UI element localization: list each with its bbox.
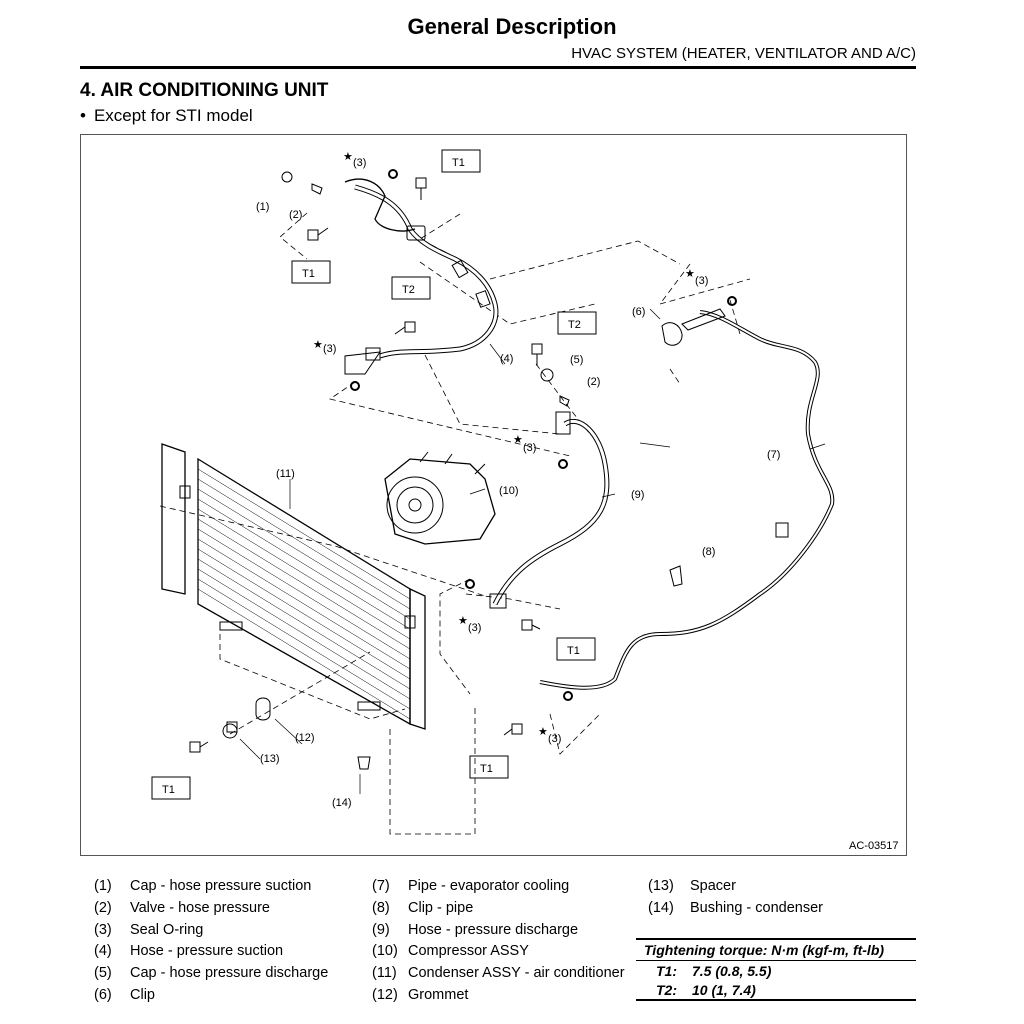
legend-item: (3)Seal O-ring xyxy=(94,921,204,938)
legend-item: (13)Spacer xyxy=(648,878,736,894)
callout-3-a: (3) xyxy=(353,157,366,169)
condenser xyxy=(161,443,426,730)
callout-3-e: (3) xyxy=(468,622,481,634)
legend-item: (10)Compressor ASSY xyxy=(372,943,529,960)
legend-item: (7)Pipe - evaporator cooling xyxy=(372,878,570,894)
page-subtitle: HVAC SYSTEM (HEATER, VENTILATOR AND A/C) xyxy=(571,45,916,62)
cap-suction xyxy=(281,171,293,183)
title-rule xyxy=(80,66,916,69)
torque-table: Tightening torque: N·m (kgf-m, ft-lb) T1… xyxy=(636,938,916,1001)
guide-lines xyxy=(159,212,751,835)
callout-4: (4) xyxy=(500,353,513,365)
star-icon: ★ xyxy=(513,434,523,446)
torque-tag-boxes xyxy=(151,149,597,800)
valve-discharge xyxy=(559,395,570,407)
legend-item: (2)Valve - hose pressure xyxy=(94,899,270,916)
legend-item: (11)Condenser ASSY - air conditioner xyxy=(372,965,625,982)
legend-column-2: (7)Pipe - evaporator cooling (8)Clip - p… xyxy=(372,876,625,1007)
tag-t1: T1 xyxy=(162,784,175,796)
star-icon: ★ xyxy=(685,268,695,280)
legend-column-3: (13)Spacer (14)Bushing - condenser xyxy=(648,876,823,920)
callout-14: (14) xyxy=(332,797,352,809)
legend-item: (6)Clip xyxy=(94,986,155,1003)
tag-t2: T2 xyxy=(568,319,581,331)
tag-t1: T1 xyxy=(452,157,465,169)
legend-item: (14)Bushing - condenser xyxy=(648,899,823,916)
hose-pressure-suction xyxy=(344,178,499,375)
compressor xyxy=(384,451,496,545)
bullet-dot: • xyxy=(80,106,86,125)
figure-id: AC-03517 xyxy=(849,840,899,852)
star-icon: ★ xyxy=(343,151,353,163)
leader-lines xyxy=(239,308,826,794)
torque-row: T1:7.5 (0.8, 5.5) xyxy=(656,963,772,979)
legend-item: (1)Cap - hose pressure suction xyxy=(94,878,312,894)
callout-9: (9) xyxy=(631,489,644,501)
star-icon: ★ xyxy=(313,339,323,351)
torque-row: T2:10 (1, 7.4) xyxy=(636,980,916,1001)
callout-3-f: (3) xyxy=(548,733,561,745)
legend-item: (8)Clip - pipe xyxy=(372,899,474,916)
callout-7: (7) xyxy=(767,449,780,461)
legend-item: (9)Hose - pressure discharge xyxy=(372,921,579,938)
cap-discharge xyxy=(540,368,554,382)
legend-item: (5)Cap - hose pressure discharge xyxy=(94,965,329,982)
clip xyxy=(661,322,683,346)
legend-column-1: (1)Cap - hose pressure suction (2)Valve … xyxy=(94,876,328,1007)
valve-hose-pressure xyxy=(311,183,323,195)
seal-o-rings xyxy=(350,169,737,701)
bullet-text: Except for STI model xyxy=(93,106,253,125)
torque-header: Tightening torque: N·m (kgf-m, ft-lb) xyxy=(636,938,916,961)
bolts xyxy=(189,177,543,753)
callout-6: (6) xyxy=(632,306,645,318)
grommet xyxy=(255,697,271,721)
section-heading: 4. AIR CONDITIONING UNIT xyxy=(80,80,329,101)
tag-t1: T1 xyxy=(480,763,493,775)
tag-t1: T1 xyxy=(302,268,315,280)
callout-13: (13) xyxy=(260,753,280,765)
legend-item: (12)Grommet xyxy=(372,986,469,1003)
callout-1: (1) xyxy=(256,201,269,213)
parts-diagram: (1) (2) (2) (4) (5) (6) (7) (8) (9) (10)… xyxy=(151,149,835,835)
tag-t2: T2 xyxy=(402,284,415,296)
star-icon: ★ xyxy=(458,615,468,627)
callout-5: (5) xyxy=(570,354,583,366)
spacer xyxy=(222,723,238,739)
callout-3-c: (3) xyxy=(523,442,536,454)
clip-pipe xyxy=(669,565,683,587)
callout-3-d: (3) xyxy=(695,275,708,287)
bullet-line: • Except for STI model xyxy=(80,106,253,126)
callout-2-right: (2) xyxy=(587,376,600,388)
pipe-evaporator-cooling xyxy=(539,308,835,690)
callout-8: (8) xyxy=(702,546,715,558)
callout-3-b: (3) xyxy=(323,343,336,355)
tag-t1: T1 xyxy=(567,645,580,657)
hose-pressure-discharge xyxy=(489,411,610,609)
figure-frame xyxy=(80,134,907,856)
bushing-condenser xyxy=(357,756,371,770)
callout-11: (11) xyxy=(276,468,295,480)
legend-item: (4)Hose - pressure suction xyxy=(94,943,284,960)
page-title: General Description xyxy=(407,14,617,39)
callout-10: (10) xyxy=(499,485,519,497)
callout-12: (12) xyxy=(295,732,315,744)
star-icon: ★ xyxy=(538,726,548,738)
callout-2-top: (2) xyxy=(289,209,302,221)
